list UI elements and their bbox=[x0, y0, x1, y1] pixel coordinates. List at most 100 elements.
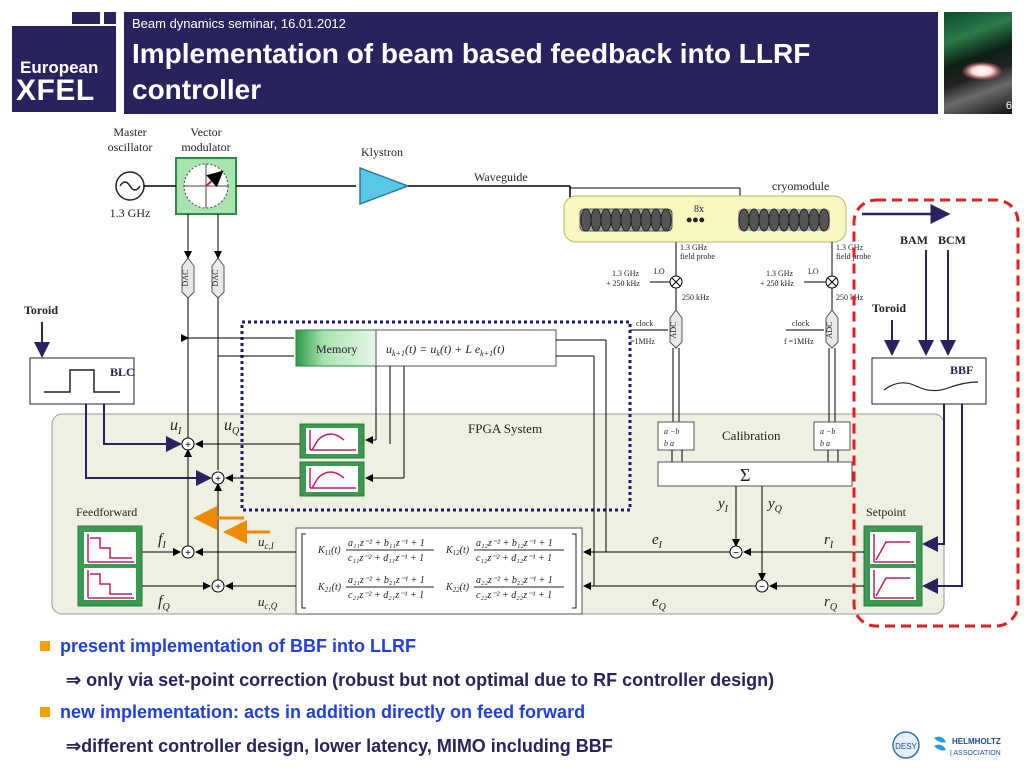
cavity-cell bbox=[818, 208, 830, 232]
dac-right: DAC bbox=[211, 257, 225, 299]
memory-equation: uk+1(t) = uk(t) + L ek+1(t) bbox=[386, 342, 504, 358]
logo-square bbox=[104, 12, 116, 24]
f-i-label: fI bbox=[158, 531, 166, 551]
svg-text:a₁₂z⁻² + b₁₂z⁻¹ + 1: a₁₂z⁻² + b₁₂z⁻¹ + 1 bbox=[476, 538, 553, 549]
svg-text:a −b: a −b bbox=[820, 427, 835, 436]
logo-text-xfel: XFEL bbox=[16, 74, 95, 107]
bam-label: BAM bbox=[900, 233, 928, 247]
blc-label: BLC bbox=[110, 365, 135, 379]
svg-text:clock: clock bbox=[792, 319, 809, 328]
klystron-symbol bbox=[359, 166, 411, 206]
svg-text:ADC: ADC bbox=[825, 322, 834, 339]
svg-text:+: + bbox=[215, 474, 221, 485]
logo-square bbox=[72, 12, 100, 24]
svg-text:| ASSOCIATION: | ASSOCIATION bbox=[950, 750, 1001, 757]
european-xfel-logo bbox=[12, 26, 116, 112]
bullet-subitem: ⇒ only via set-point correction (robust … bbox=[66, 670, 775, 690]
svg-text:b a: b a bbox=[820, 439, 830, 448]
svg-text:b a: b a bbox=[664, 439, 674, 448]
bullet-item: new implementation: acts in addition dir… bbox=[40, 702, 585, 723]
svg-text:+: + bbox=[215, 582, 221, 593]
dac-left: DAC bbox=[181, 257, 195, 299]
page-number: 6 bbox=[1005, 100, 1012, 112]
memory-label: Memory bbox=[316, 342, 357, 356]
svg-text:1.3 GHz+ 250 kHz: 1.3 GHz+ 250 kHz bbox=[606, 269, 640, 288]
slide-subtitle: Beam dynamics seminar, 16.01.2012 bbox=[132, 16, 346, 31]
klystron-label: Klystron bbox=[361, 145, 403, 159]
svg-text:clock: clock bbox=[636, 319, 653, 328]
svg-text:•••: ••• bbox=[686, 210, 705, 230]
setpoint-label: Setpoint bbox=[866, 505, 907, 519]
slide-header: European XFEL Beam dynamics seminar, 16.… bbox=[0, 0, 1024, 118]
cavity-cell bbox=[610, 208, 622, 232]
svg-text:K22(t): K22(t) bbox=[445, 582, 470, 594]
calib-matrix-right bbox=[813, 421, 851, 451]
calibration-label: Calibration bbox=[722, 428, 781, 443]
svg-text:−: − bbox=[759, 582, 765, 593]
svg-text:c₁₁z⁻² + d₁₁z⁻¹ + 1: c₁₁z⁻² + d₁₁z⁻¹ + 1 bbox=[348, 553, 424, 564]
bbf-highlight bbox=[852, 198, 1020, 628]
bullet-item: present implementation of BBF into LLRF bbox=[40, 636, 416, 657]
svg-text:LO: LO bbox=[808, 267, 819, 276]
svg-text:DAC: DAC bbox=[211, 270, 220, 287]
svg-text:f =1MHz: f =1MHz bbox=[784, 337, 814, 346]
svg-text:LO: LO bbox=[654, 267, 665, 276]
svg-text:250 kHz: 250 kHz bbox=[836, 293, 864, 302]
svg-text:K12(t): K12(t) bbox=[445, 545, 470, 557]
svg-text:HELMHOLTZ: HELMHOLTZ bbox=[952, 737, 1001, 746]
svg-text:c₂₂z⁻² + d₂₂z⁻¹ + 1: c₂₂z⁻² + d₂₂z⁻¹ + 1 bbox=[476, 590, 552, 601]
logo-text-european: European bbox=[20, 58, 99, 77]
svg-text:DAC: DAC bbox=[181, 270, 190, 287]
slide-title: Implementation of beam based feedback in… bbox=[132, 38, 811, 105]
svg-text:c₂₁z⁻² + d₂₁z⁻¹ + 1: c₂₁z⁻² + d₂₁z⁻¹ + 1 bbox=[348, 590, 424, 601]
cavity-cell bbox=[600, 208, 612, 232]
e-i-label: eI bbox=[652, 532, 663, 551]
eight-x-label: 8x bbox=[694, 204, 704, 215]
memory-dotted-region bbox=[240, 320, 632, 512]
controller-matrix bbox=[295, 527, 583, 615]
adc-right: ADC bbox=[825, 309, 839, 349]
cavity-cell bbox=[738, 208, 750, 232]
cavity-cell bbox=[748, 208, 760, 232]
cavity-cell bbox=[768, 208, 780, 232]
cavity-cell bbox=[788, 208, 800, 232]
desy-logo: DESY HELMHOLTZ | ASSOCIATION bbox=[892, 731, 1001, 759]
svg-text:a₁₁z⁻² + b₁₁z⁻¹ + 1: a₁₁z⁻² + b₁₁z⁻¹ + 1 bbox=[348, 538, 425, 549]
cavity-cell bbox=[640, 208, 652, 232]
sigma-label: Σ bbox=[740, 465, 750, 485]
svg-text:a −b: a −b bbox=[664, 427, 679, 436]
cavity-cell bbox=[620, 208, 632, 232]
cavity-cell bbox=[650, 208, 662, 232]
blc-box bbox=[29, 357, 135, 405]
svg-text:250 kHz: 250 kHz bbox=[682, 293, 710, 302]
r-i-label: rI bbox=[824, 532, 834, 551]
svg-text:K21(t): K21(t) bbox=[317, 582, 342, 594]
cavity-cell bbox=[778, 208, 790, 232]
svg-text:+: + bbox=[185, 440, 191, 451]
cryomodule-label: cryomodule bbox=[772, 179, 829, 193]
sum-block bbox=[657, 461, 853, 487]
bullet-square-icon bbox=[40, 707, 50, 717]
bullet-square-icon bbox=[40, 641, 50, 651]
diff-node bbox=[729, 545, 743, 559]
toroid-left-label: Toroid bbox=[24, 303, 58, 317]
cavity-cell bbox=[808, 208, 820, 232]
cavity-cell bbox=[590, 208, 602, 232]
feedforward-label: Feedforward bbox=[76, 505, 137, 519]
fpga-label: FPGA System bbox=[468, 421, 542, 436]
svg-text:K11(t): K11(t) bbox=[317, 545, 341, 557]
memory-equation-box bbox=[375, 329, 557, 367]
svg-text:+: + bbox=[185, 548, 191, 559]
waveguide-label: Waveguide bbox=[474, 170, 528, 184]
bullet-subitem: ⇒different controller design, lower late… bbox=[66, 736, 613, 756]
svg-text:−: − bbox=[733, 548, 739, 559]
cavity-cell bbox=[798, 208, 810, 232]
svg-text:a₂₁z⁻² + b₂₁z⁻¹ + 1: a₂₁z⁻² + b₂₁z⁻¹ + 1 bbox=[348, 575, 425, 586]
bbf-label: BBF bbox=[950, 363, 973, 377]
memory-box bbox=[295, 329, 377, 367]
svg-text:ADC: ADC bbox=[669, 322, 678, 339]
